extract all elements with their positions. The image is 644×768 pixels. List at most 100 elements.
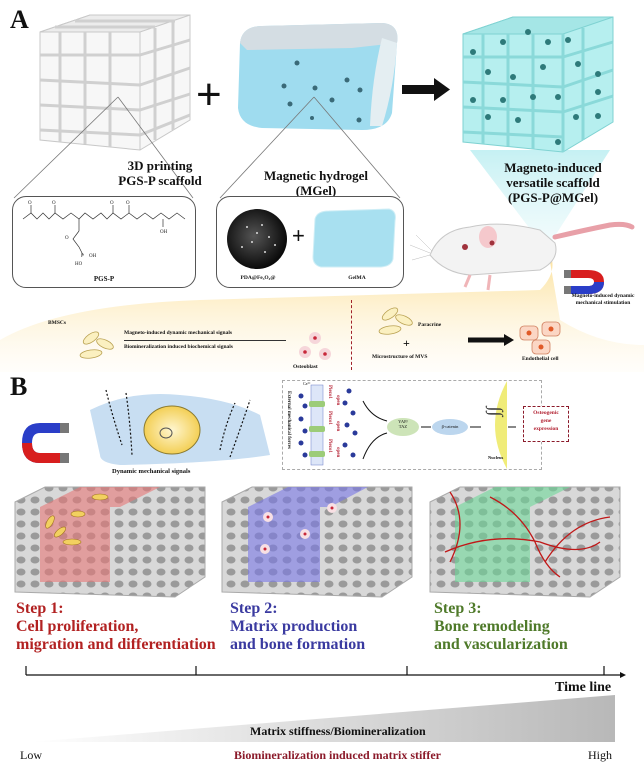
- step2-text: Step 2: Matrix production and bone forma…: [230, 600, 365, 654]
- yap-taz-node: YAP/ TAZ: [387, 419, 419, 429]
- footer-label: Biomineralization induced matrix stiffer: [234, 748, 441, 762]
- molecule-label: PGS-P: [93, 275, 115, 283]
- svg-text:O: O: [110, 201, 114, 206]
- piezo1-label-3: Piezo1: [327, 439, 332, 453]
- mouse-illustration: [410, 221, 635, 291]
- result-label-line1: Magneto-induced: [504, 160, 602, 175]
- step3-title: Step 3:: [434, 600, 482, 617]
- paracrine-plus: +: [403, 336, 410, 350]
- magneto-scaffold-illustration: [462, 16, 614, 153]
- atom-p: P: [81, 254, 84, 259]
- cell-caption: Dynamic mechanical signals: [112, 468, 191, 475]
- timeline-arrowhead: [620, 672, 626, 678]
- step3-line2: and vascularization: [434, 636, 568, 653]
- open-label-3: open: [335, 447, 340, 458]
- step1-text: Step 1: Cell proliferation, migration an…: [16, 600, 216, 654]
- hydrogel-label-line1: Magnetic hydrogel: [263, 168, 369, 183]
- piezo1-label-2: Piezo1: [327, 411, 332, 425]
- signal-biochemical: Biomineralization induced biochemical si…: [124, 344, 233, 350]
- nucleus-label: Nucleus: [488, 455, 504, 460]
- bone-cube-step1: [14, 486, 206, 598]
- panel-a-label: A: [10, 5, 29, 34]
- pda-nanoparticle-sphere: [227, 209, 287, 269]
- implant-cone: [470, 150, 610, 250]
- signaling-pathway-diagram: [298, 381, 516, 469]
- components-plus: +: [292, 223, 305, 248]
- osteoblast-cells-icon: [299, 332, 331, 360]
- gelma-label: GelMA: [348, 275, 366, 281]
- right-arrow-icon: [402, 78, 450, 101]
- piezo1-label-1: Piezo1: [327, 385, 332, 399]
- scaffold-label-line2: PGS-P scaffold: [118, 173, 202, 188]
- paracrine-cells-icon: [378, 307, 413, 335]
- pgs-p-molecule-diagram: O O O O O P OH HO OH: [22, 201, 186, 267]
- magnetic-hydrogel-illustration: [238, 23, 398, 130]
- step3-text: Step 3: Bone remodeling and vascularizat…: [434, 600, 568, 654]
- zoom-callout-lines: [13, 96, 401, 199]
- low-label: Low: [20, 748, 42, 762]
- bone-cube-step2: [221, 486, 413, 598]
- hydrogel-label-line2: (MGel): [295, 183, 337, 198]
- microstructure-label: Microstructure of MVS: [372, 354, 428, 360]
- result-label-line3: (PGS-P@MGel): [507, 190, 599, 205]
- external-forces-label: External mechanical forces: [286, 391, 291, 449]
- pda-label: PDA@Fe₃O₄@: [240, 275, 276, 281]
- hydrogel-label: Magnetic hydrogel (MGel): [246, 168, 386, 198]
- svg-text:O: O: [126, 201, 130, 206]
- signal-mechanical: Magneto-induced dynamic mechanical signa…: [124, 330, 233, 336]
- output-line1: Osteogenic: [533, 410, 559, 416]
- atom-oh: OH: [89, 254, 97, 259]
- step1-line1: Cell proliferation,: [16, 618, 139, 635]
- pathway-arrow-icon: [468, 334, 514, 346]
- mgel-components-box: + PDA@Fe₃O₄@ GelMA: [216, 196, 404, 288]
- osteogenic-output-box: Osteogenic gene expression: [523, 406, 569, 442]
- scaffold-label-line1: 3D printing: [127, 158, 193, 173]
- paracrine-label: Paracrine: [418, 322, 442, 328]
- bone-cube-step3: [429, 486, 621, 598]
- timeline-and-gradient: [25, 666, 626, 742]
- result-label: Magneto-induced versatile scaffold (PGS-…: [488, 160, 618, 205]
- step2-title: Step 2:: [230, 600, 278, 617]
- bmsc-cells-icon: [79, 331, 114, 359]
- svg-text:O: O: [52, 201, 56, 206]
- taz-text: TAZ: [398, 424, 408, 429]
- stimulation-label-line2: mechanical stimulation: [575, 300, 631, 306]
- pgs-p-structure-box: O O O O O P OH HO OH PGS-P: [12, 196, 196, 288]
- calcium-ion-label: Ca²⁺: [303, 381, 311, 386]
- atom-ho: HO: [75, 262, 83, 267]
- step2-line2: and bone formation: [230, 636, 366, 653]
- bmscs-label: BMSCs: [48, 320, 67, 326]
- high-label: High: [588, 748, 612, 762]
- external-forces-text: External mechanical: [286, 391, 291, 436]
- mgel-components-illustration: [227, 208, 396, 269]
- gradient-label: Matrix stiffness/Biomineralization: [250, 724, 426, 738]
- step1-line2: migration and differentiation: [16, 636, 216, 653]
- dna-icon: ∫∫: [486, 406, 507, 417]
- pgs-p-scaffold-illustration: [39, 14, 191, 151]
- timeline-axis: [25, 666, 622, 676]
- step3-line1: Bone remodeling: [434, 618, 550, 635]
- cell-mechanics-illustration: [22, 389, 270, 465]
- step2-line1: Matrix production: [230, 618, 358, 635]
- mechanotransduction-box: External mechanical forces Ca²⁺ Piezo1 P…: [282, 380, 542, 470]
- panel-b-label: B: [10, 372, 28, 401]
- bone-cubes: [14, 486, 621, 598]
- stimulation-label: Magneto-induced dynamic mechanical stimu…: [562, 293, 644, 307]
- pathway-divider: [351, 300, 352, 370]
- stimulation-label-line1: Magneto-induced dynamic: [571, 293, 635, 299]
- step1-title: Step 1:: [16, 600, 64, 617]
- endothelial-cells-icon: [519, 321, 561, 355]
- stiffness-gradient-wedge: [30, 695, 615, 742]
- svg-text:O: O: [65, 236, 69, 241]
- open-label-1: open: [335, 395, 340, 406]
- osteoblast-label: Osteoblast: [293, 364, 318, 370]
- yap-text: YAP/: [398, 419, 408, 424]
- plus-sign: +: [196, 70, 222, 119]
- magnet-icon: [564, 270, 604, 294]
- timeline-label: Time line: [555, 680, 612, 695]
- atom-o: O: [28, 201, 32, 206]
- atom-oh-2: OH: [160, 230, 168, 235]
- beta-catenin-node: β-catenin: [441, 424, 459, 429]
- endothelial-label: Endothelial cell: [522, 356, 559, 362]
- forces-text: forces: [286, 436, 291, 449]
